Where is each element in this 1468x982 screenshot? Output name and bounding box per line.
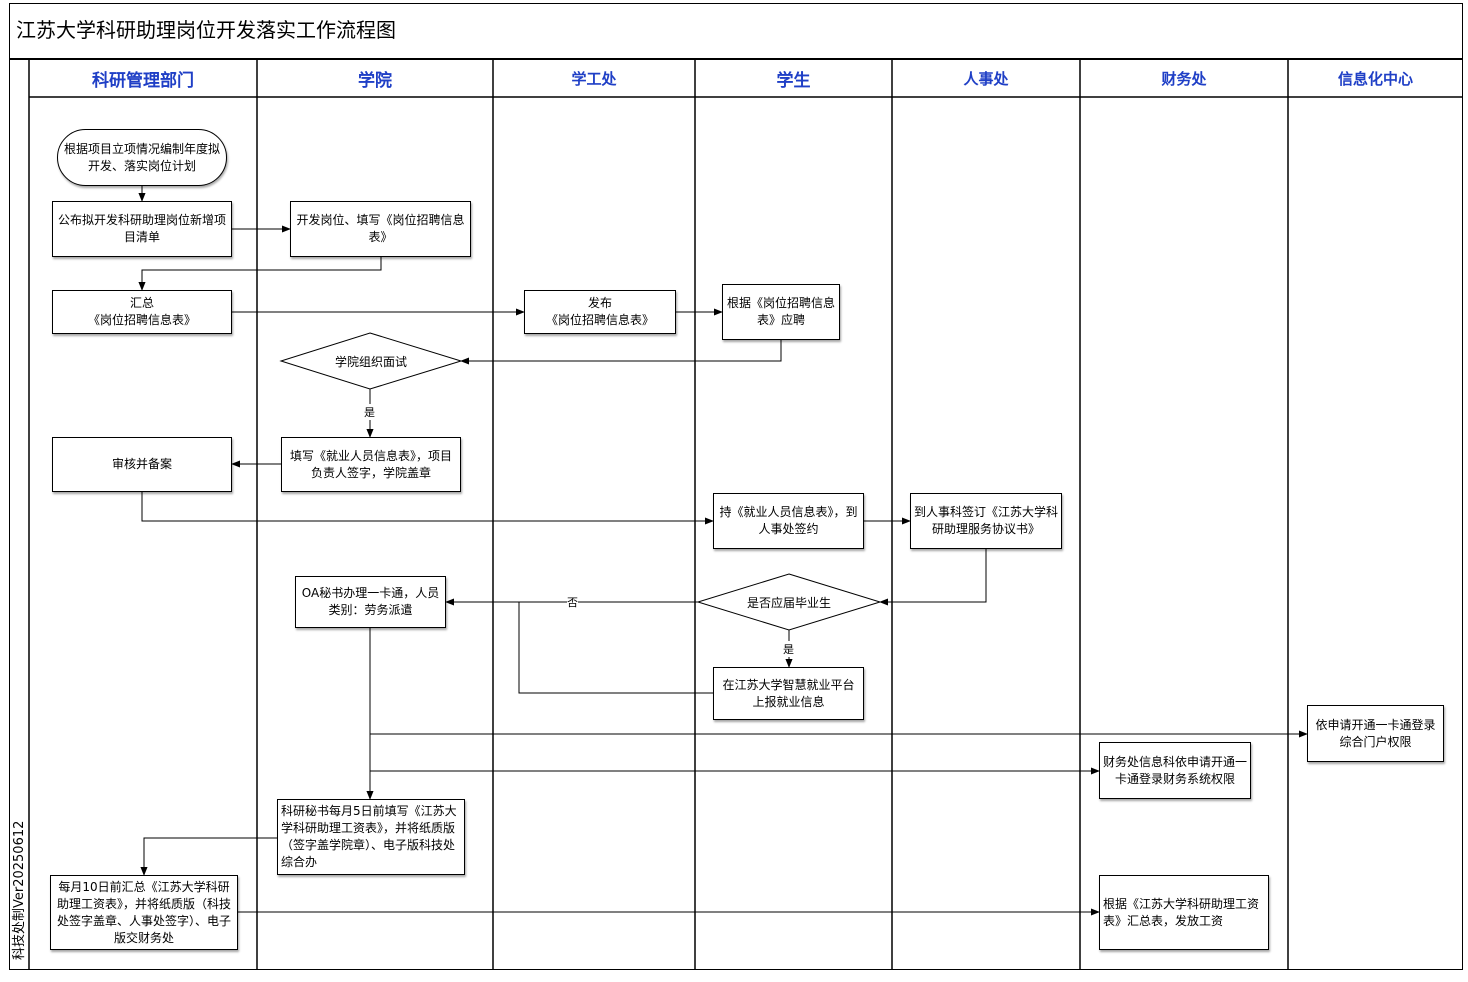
swimlane-frame: [9, 59, 1463, 970]
graduate-decision-label: 是否应届毕业生: [746, 595, 831, 610]
yes-label-graduate: 是: [783, 641, 794, 657]
lane-dividers: [28, 59, 1463, 970]
monthly-salary-form-node: 科研秘书每月5日前填写《江苏大学科研助理工资表》，并将纸质版（签字盖学院章）、电…: [277, 799, 465, 875]
yes-label-interview: 是: [364, 404, 375, 420]
start-plan-node: 根据项目立项情况编制年度拟开发、落实岗位计划: [57, 129, 227, 186]
report-employment-node: 在江苏大学智慧就业平台上报就业信息: [713, 667, 864, 720]
review-and-file-node: 审核并备案: [52, 437, 232, 492]
no-label-graduate: 否: [567, 594, 578, 610]
title-frame: [9, 3, 1463, 59]
flow-arrows: [138, 186, 1308, 916]
lane-header-info-center: 信息化中心: [1337, 70, 1413, 88]
fill-employment-info-node: 填写《就业人员信息表》，项目负责人签字，学院盖章: [281, 437, 461, 492]
portal-access-node: 依申请开通一卡通登录综合门户权限: [1307, 705, 1444, 762]
lane-header-college: 学院: [358, 71, 392, 91]
oa-campus-card-node: OA秘书办理一卡通，人员类别：劳务派遣: [295, 576, 446, 628]
interview-decision-label: 学院组织面试: [334, 354, 407, 369]
lane-header-research-management: 科研管理部门: [92, 71, 194, 91]
salary-summary-node: 每月10日前汇总《江苏大学科研助理工资表》，并将纸质版（科技处签字盖章、人事处签…: [50, 875, 238, 950]
pay-salary-node: 根据《江苏大学科研助理工资表》汇总表，发放工资: [1099, 875, 1269, 950]
service-agreement-node: 到人事科签订《江苏大学科研助理服务协议书》: [910, 493, 1062, 549]
apply-position-node: 根据《岗位招聘信息表》应聘: [722, 284, 840, 340]
develop-position-node: 开发岗位、填写《岗位招聘信息表》: [290, 201, 471, 257]
chart-title: 江苏大学科研助理岗位开发落实工作流程图: [16, 18, 396, 42]
version-note: 科技处制Ver20250612: [12, 820, 27, 960]
finance-system-access-node: 财务处信息科依申请开通一卡通登录财务系统权限: [1099, 742, 1251, 799]
interview-decision-shape: [279, 332, 463, 390]
publish-recruitment-node: 发布《岗位招聘信息表》: [524, 290, 676, 334]
lane-header-student: 学生: [776, 71, 811, 91]
graduate-decision-shape: [696, 573, 882, 631]
summarize-recruitment-node: 汇总《岗位招聘信息表》: [52, 290, 232, 334]
sign-contract-node: 持《就业人员信息表》，到人事处签约: [713, 493, 864, 549]
publish-project-list-node: 公布拟开发科研助理岗位新增项目清单: [52, 201, 232, 257]
lane-header-hr: 人事处: [963, 70, 1009, 88]
lane-header-student-affairs: 学工处: [571, 70, 617, 88]
lane-header-finance: 财务处: [1161, 70, 1207, 88]
